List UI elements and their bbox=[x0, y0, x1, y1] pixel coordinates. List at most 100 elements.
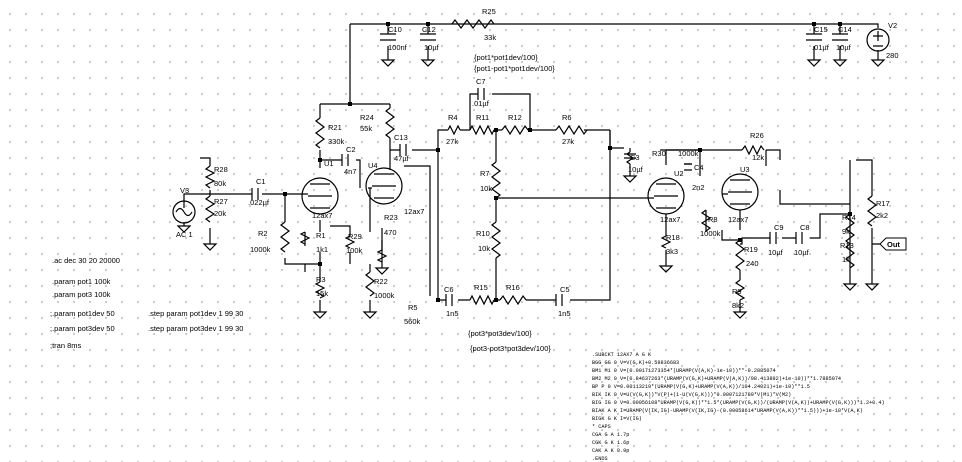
label-R1-name: R1 bbox=[316, 231, 326, 240]
capacitor-C4 bbox=[684, 163, 692, 171]
resistor-R27 bbox=[204, 195, 216, 223]
directive-param-pot3: .param pot3 100k bbox=[52, 290, 111, 299]
label-out: Out bbox=[887, 240, 900, 249]
grounds bbox=[177, 55, 885, 319]
capacitor-C5 bbox=[555, 294, 563, 306]
label-C13-value: 47µf bbox=[394, 154, 410, 163]
resistor-R14 bbox=[845, 213, 855, 245]
label-R10-value: 10k bbox=[478, 244, 490, 253]
label-R22-value: 1000k bbox=[374, 291, 395, 300]
label-C10-name: C10 bbox=[388, 25, 402, 34]
ground-symbol bbox=[871, 55, 885, 67]
label-C4-name: C4 bbox=[694, 163, 704, 172]
spice-directives: .ac dec 30 20 20000 .param pot1 100k .pa… bbox=[50, 256, 243, 350]
label-R25-name: R25 bbox=[482, 7, 496, 16]
ground-symbol bbox=[203, 239, 217, 251]
capacitor-C13 bbox=[399, 144, 407, 156]
ground-symbol bbox=[659, 261, 673, 273]
label-V3-name: V3 bbox=[180, 186, 189, 195]
resistor-R16 bbox=[499, 294, 527, 306]
subckt-line: BIGK G K I=V(IG) bbox=[592, 416, 642, 422]
resistor-R19 bbox=[735, 239, 745, 271]
label-R3-name: R3 bbox=[316, 275, 326, 284]
label-R8-name: R8 bbox=[708, 215, 718, 224]
label-R17-name: R17 bbox=[876, 199, 890, 208]
resistor-R26 bbox=[741, 144, 765, 156]
label-U3-name: U3 bbox=[740, 165, 750, 174]
resistors bbox=[204, 19, 877, 306]
resistor-R11 bbox=[469, 124, 495, 136]
label-R28-name: R28 bbox=[214, 165, 228, 174]
resistor-R28 bbox=[204, 165, 216, 189]
label-R29-name: R29 bbox=[348, 232, 362, 241]
label-C13-name: C13 bbox=[394, 133, 408, 142]
label-U1-model: 12ax7 bbox=[312, 211, 332, 220]
pot-expressions: {pot1*pot1dev/100} {pot1-pot1*pot1dev/10… bbox=[468, 53, 555, 353]
label-R13-name: R13 bbox=[840, 241, 854, 250]
label-R28-value: 80k bbox=[214, 179, 226, 188]
pot1-top-expr: {pot1*pot1dev/100} bbox=[474, 53, 538, 62]
label-R23-value: 470 bbox=[384, 228, 397, 237]
directive-param-pot3dev: ;.param pot3dev 50 bbox=[50, 324, 115, 333]
label-R1-value: 1k1 bbox=[316, 245, 328, 254]
resistor-R15 bbox=[469, 294, 495, 306]
directive-param-pot1dev: ;.param pot1dev 50 bbox=[50, 309, 115, 318]
label-R2-name: R2 bbox=[258, 229, 268, 238]
label-R7-name: R7 bbox=[480, 169, 490, 178]
tube-U2 bbox=[647, 177, 685, 215]
label-R27-value: 20k bbox=[214, 209, 226, 218]
subckt-line: BIG IG 0 V=0.00056108*URAMP(V(G,K))**1.5… bbox=[592, 400, 885, 406]
resistor-R1 bbox=[299, 231, 311, 245]
label-C7-name: C7 bbox=[476, 77, 486, 86]
component-labels: R25 33k C10 100nf C12 10µf C15 .01µf C14… bbox=[176, 7, 900, 326]
capacitor-C7 bbox=[477, 88, 485, 100]
label-R5-name: R5 bbox=[408, 303, 418, 312]
capacitor-C3 bbox=[624, 153, 636, 159]
label-C14-value: 10µf bbox=[836, 43, 852, 52]
label-C8-value: 10µf bbox=[794, 248, 810, 257]
label-R30-name: R30 bbox=[652, 149, 666, 158]
subckt-line: CGA G A 1.7p bbox=[592, 432, 629, 438]
capacitor-C6 bbox=[445, 294, 453, 306]
label-R21-name: R21 bbox=[328, 123, 342, 132]
subckt-line: .ENDS bbox=[592, 456, 608, 462]
label-V2-name: V2 bbox=[888, 21, 897, 30]
label-R4-value: 27k bbox=[446, 137, 458, 146]
label-R15-name: R15 bbox=[474, 283, 488, 292]
label-R17-value: 2k2 bbox=[876, 211, 888, 220]
subckt-line: BIK IK 0 V=U(V(G,K))*V(P)+(1-U(V(G,K)))*… bbox=[592, 392, 791, 398]
ground-symbol bbox=[363, 307, 377, 319]
label-R12-name: R12 bbox=[508, 113, 522, 122]
resistor-R21 bbox=[315, 117, 325, 149]
label-R14-name: R14 bbox=[842, 213, 856, 222]
ground-symbol bbox=[833, 55, 847, 67]
label-R18-name: R18 bbox=[666, 233, 680, 242]
label-U1-name: U1 bbox=[324, 159, 334, 168]
label-C10-value: 100nf bbox=[388, 43, 408, 52]
label-C3-name: C3 bbox=[630, 153, 640, 162]
capacitors bbox=[251, 33, 848, 306]
label-C15-name: C15 bbox=[814, 25, 828, 34]
label-C9-value: 10µf bbox=[768, 248, 784, 257]
label-U2-model: 12ax7 bbox=[660, 215, 680, 224]
label-R24-value: 55k bbox=[360, 124, 372, 133]
label-C7-value: .01µf bbox=[472, 99, 490, 108]
label-C1-value: .022µf bbox=[248, 198, 270, 207]
label-R9-name: R9 bbox=[732, 287, 742, 296]
label-R26-name: R26 bbox=[750, 131, 764, 140]
output-flag bbox=[879, 237, 907, 251]
label-R24-name: R24 bbox=[360, 113, 374, 122]
label-C2-name: C2 bbox=[346, 145, 356, 154]
pot3-bottom-expr: {pot3-pot3*pot3dev/100} bbox=[470, 344, 551, 353]
label-R26-value: 12k bbox=[752, 153, 764, 162]
subckt-line: BGG GG 0 V=V(G,K)+0.59836683 bbox=[592, 360, 679, 366]
subckt-line: CGK G K 1.6p bbox=[592, 440, 629, 446]
label-R6-name: R6 bbox=[562, 113, 572, 122]
capacitor-C10 bbox=[380, 33, 396, 41]
resistor-R6 bbox=[555, 124, 588, 136]
resistor-R23 bbox=[376, 249, 388, 263]
subckt-line: * CAPS bbox=[592, 424, 611, 430]
label-R4-name: R4 bbox=[448, 113, 458, 122]
resistor-R10 bbox=[491, 221, 501, 259]
